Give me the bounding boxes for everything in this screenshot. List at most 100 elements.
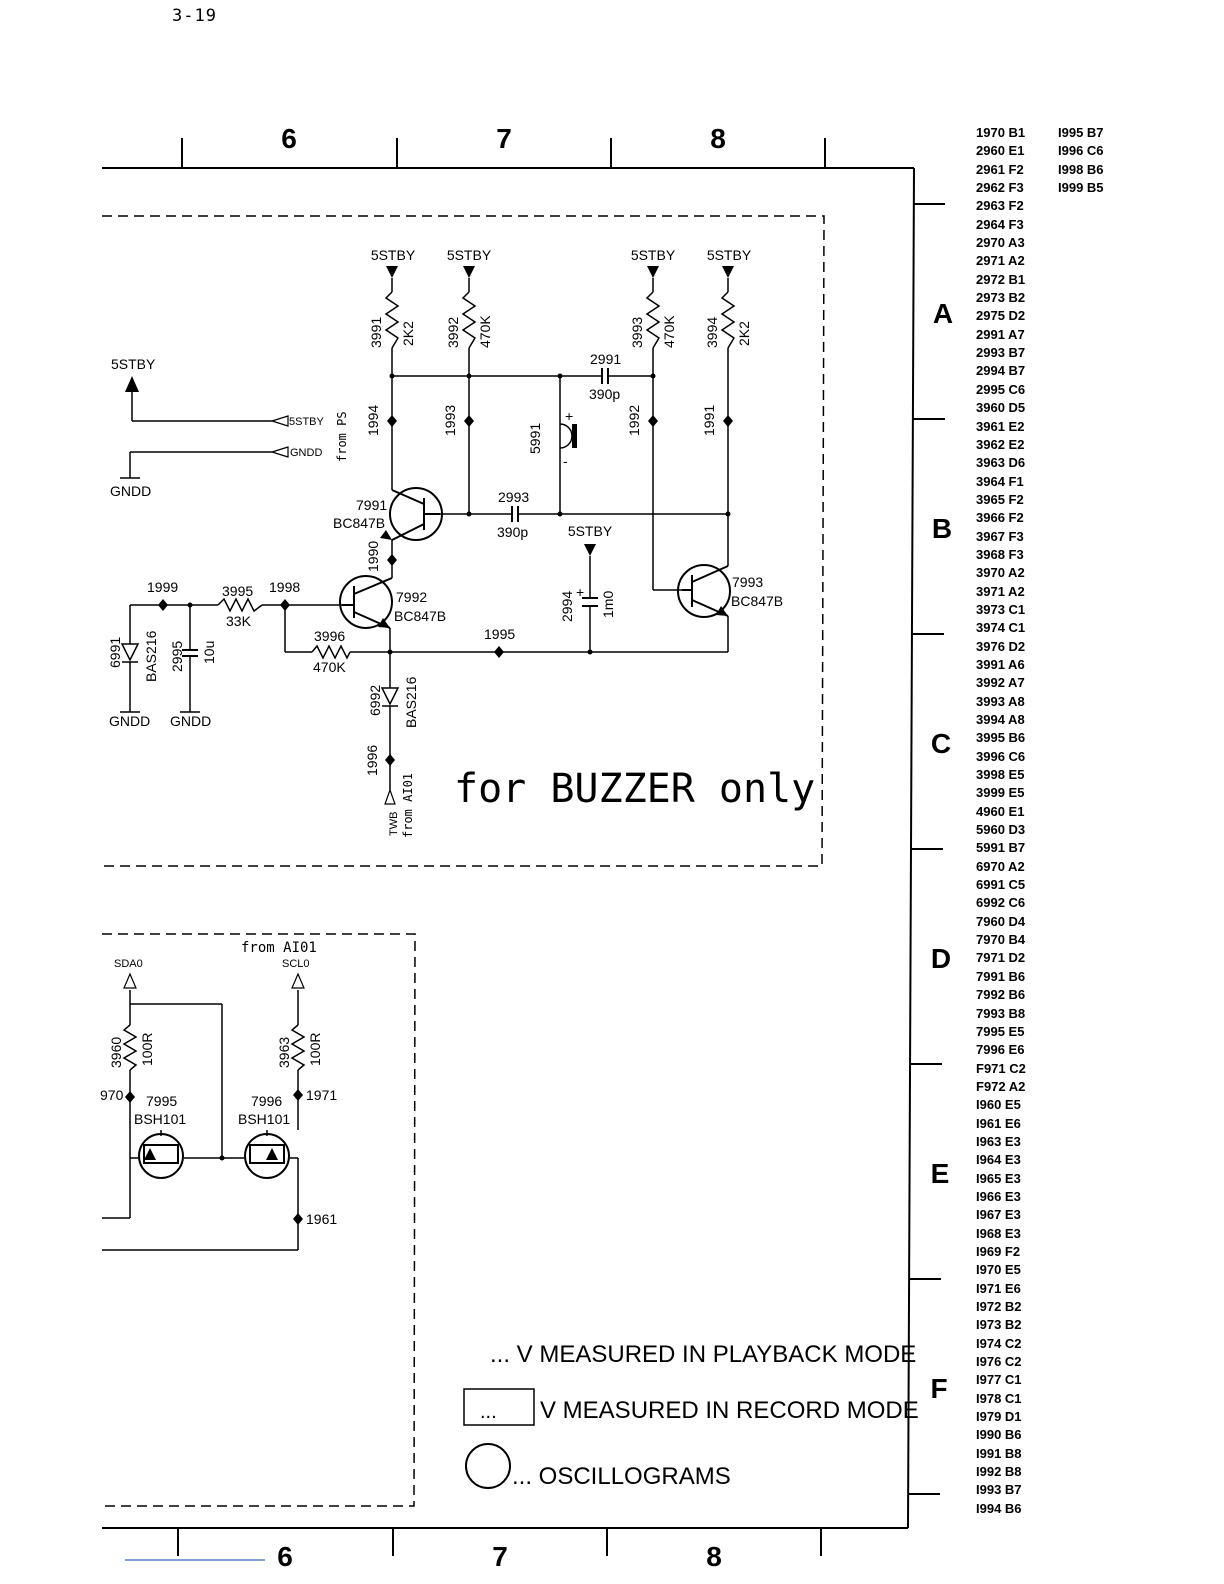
index-entry: I999 B5 [1058,180,1104,196]
index-entry: 6992 C6 [976,895,1026,911]
index-entry: 5991 B7 [976,840,1026,856]
scl-label: SCL0 [282,958,310,970]
index-entry: 2995 C6 [976,381,1026,397]
resistor-3993 [645,291,661,349]
index-entry: I991 B8 [976,1445,1022,1461]
index-entry: 6991 C5 [976,877,1026,893]
index-entry: 3961 E2 [976,418,1025,434]
ref-2993: 2993 [498,489,529,505]
index-entry: 2975 D2 [976,308,1026,324]
ref-3995: 3995 [222,583,253,599]
index-entry: 2972 B1 [976,271,1026,287]
ref-7991: 7991 [356,497,387,513]
index-entry: I976 C2 [976,1354,1022,1370]
from-ai01-label: from AI01 [401,773,415,838]
col-label-bottom-7: 7 [492,1541,508,1572]
index-entry: I979 D1 [976,1409,1022,1425]
index-entry: I970 E5 [976,1262,1021,1278]
supply-arrow-up-icon [125,376,139,392]
index-entry: I995 B7 [1058,125,1104,140]
sda-connector-icon [123,972,137,989]
tp-1995: 1995 [484,626,515,642]
resistors [122,291,736,1071]
index-entry: 2991 A7 [976,326,1025,342]
mosfets [138,1133,290,1179]
connector-icon [269,415,289,427]
ref-3991: 3991 [368,317,384,348]
supply-label: 5STBY [707,247,752,263]
ref-7993: 7993 [732,574,763,590]
ps-supply-label: 5STBY [111,356,156,372]
i2c-from-label: from AI01 [241,940,317,956]
legend: ... V MEASURED IN PLAYBACK MODE ... V ME… [463,1341,919,1490]
ref-7992: 7992 [396,589,427,605]
legend-oscillogram-circle [465,1443,511,1489]
from-ps-label: from PS [335,411,349,462]
legend-record: V MEASURED IN RECORD MODE [540,1397,919,1424]
index-entry: 4960 E1 [976,803,1025,819]
sda-label: SDA0 [114,958,143,970]
row-label-a: A [933,298,953,329]
index-entry: 2962 F3 [976,180,1024,196]
supply-label: 5STBY [447,247,492,263]
index-entry: 7971 D2 [976,950,1026,966]
col-label-top-8: 8 [710,123,726,154]
legend-playback: ... V MEASURED IN PLAYBACK MODE [490,1341,916,1368]
index-entry: I967 E3 [976,1207,1021,1223]
index-entry: I973 B2 [976,1317,1022,1333]
frame [102,138,945,1556]
index-entry: 3973 C1 [976,601,1026,617]
val-3963: 100R [307,1033,323,1066]
tp-1991: 1991 [701,405,717,436]
row-label-e: E [931,1158,950,1189]
index-entry: 7993 B8 [976,1005,1026,1021]
index-entry: 2994 B7 [976,363,1026,379]
index-entry: 3974 C1 [976,620,1026,636]
legend-record-box-dots: ... [480,1401,497,1423]
ps-gndd-connector-label: GNDD [290,447,322,459]
tp-1961: 1961 [306,1211,337,1227]
ref-3996: 3996 [314,628,345,644]
index-entry: 3996 C6 [976,748,1026,764]
index-entry: 2970 A3 [976,235,1025,251]
index-entry: 3992 A7 [976,675,1025,691]
twb-label: TWB [388,812,400,836]
index-entry: I963 E3 [976,1133,1021,1149]
row-label-f: F [930,1373,947,1404]
page-number: 3-19 [172,6,217,26]
type-7995: BSH101 [134,1111,186,1127]
type-7992: BC847B [394,608,446,624]
index-entry: I993 B7 [976,1482,1022,1498]
type-7993: BC847B [731,593,783,609]
transistors [339,487,731,629]
ref-2994: 2994 [559,591,575,622]
resistor-3994 [720,291,736,349]
gndd-label: GNDD [109,713,150,729]
index-entry: 1970 B1 [976,125,1026,140]
tp-1992: 1992 [626,405,642,436]
index-entry: I965 E3 [976,1170,1021,1186]
ref-3994: 3994 [704,317,720,348]
type-7996: BSH101 [238,1111,290,1127]
legend-record-box [463,1388,535,1426]
index-entry: 2993 B7 [976,345,1026,361]
index-entry: 2964 F3 [976,216,1024,232]
ref-2991: 2991 [590,351,621,367]
type-6992: BAS216 [403,676,419,728]
gndd-label: GNDD [110,483,151,499]
transistor-arrows [378,530,728,628]
buzzer-5991 [559,423,577,449]
index-entry: I998 B6 [1058,161,1104,177]
index-entry: I992 B8 [976,1464,1022,1480]
index-entry: 3966 F2 [976,510,1024,526]
tp-1999: 1999 [147,579,178,595]
index-entry: 3968 F3 [976,546,1024,562]
index-entry: 3976 D2 [976,638,1026,654]
col-label-top-7: 7 [496,123,512,154]
ref-5991: 5991 [527,423,543,454]
index-entry: I964 E3 [976,1152,1021,1168]
val-3960: 100R [139,1033,155,1066]
ref-2995: 2995 [169,641,185,672]
